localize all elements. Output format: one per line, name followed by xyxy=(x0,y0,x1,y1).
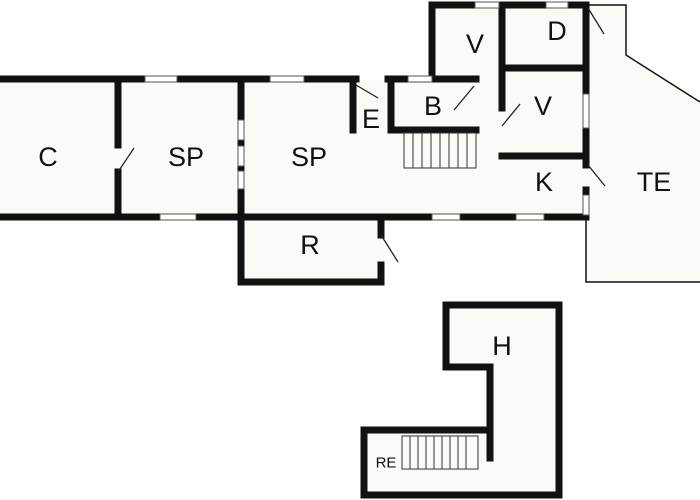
label-room-sp-1: SP xyxy=(168,142,204,172)
room-c-floor xyxy=(0,80,118,216)
label-room-v-top: V xyxy=(466,29,484,59)
room-te-floor xyxy=(586,5,700,282)
label-room-v-mid: V xyxy=(534,91,552,121)
label-room-h: H xyxy=(492,331,512,361)
doors xyxy=(117,7,606,263)
label-room-re: RE xyxy=(376,455,397,472)
room-d-floor xyxy=(502,5,586,68)
staircase-main xyxy=(403,132,477,169)
label-room-e: E xyxy=(362,104,380,134)
staircase-lower xyxy=(401,435,479,470)
label-room-d: D xyxy=(547,16,567,46)
terrace-outline xyxy=(586,4,700,103)
room-labels: C SP SP E B V D V K TE R H RE xyxy=(38,16,671,472)
label-room-c: C xyxy=(38,142,58,172)
windows xyxy=(144,1,590,221)
label-room-sp-2: SP xyxy=(291,142,327,172)
label-room-r: R xyxy=(300,230,320,260)
room-v-mid-floor xyxy=(502,68,584,156)
room-sp1-floor xyxy=(118,80,241,216)
room-r-floor xyxy=(238,216,384,282)
room-v-top-floor xyxy=(432,5,502,80)
terrace-outline-bottom xyxy=(585,217,700,283)
label-room-b: B xyxy=(424,91,442,121)
label-room-te: TE xyxy=(637,167,672,197)
label-room-k: K xyxy=(535,167,553,197)
